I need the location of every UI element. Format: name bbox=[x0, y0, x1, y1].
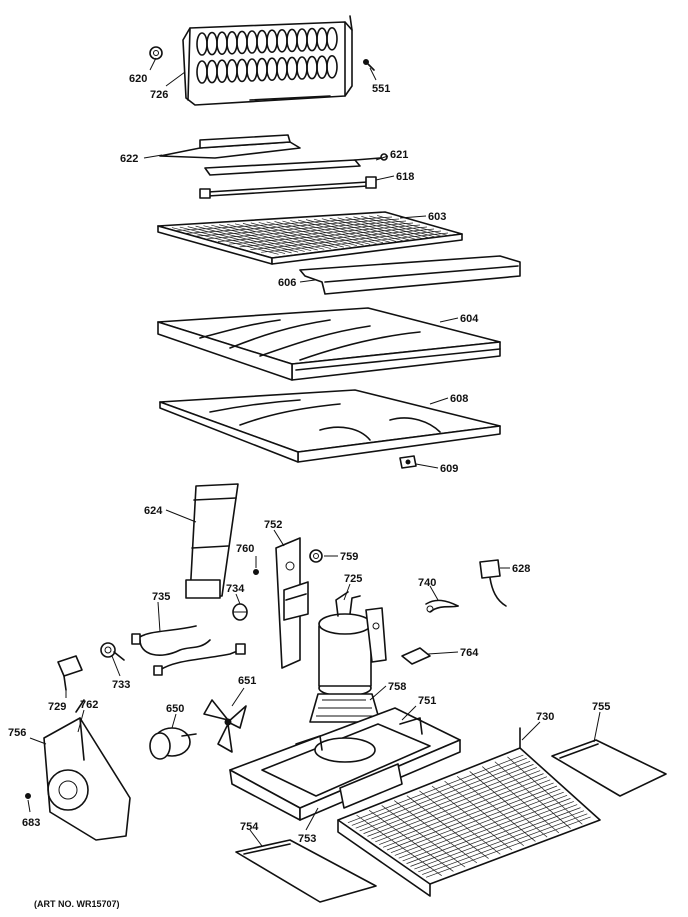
evaporator-coils bbox=[196, 26, 338, 84]
label-764: 764 bbox=[460, 647, 479, 659]
grille-762 bbox=[75, 699, 85, 713]
label-735: 735 bbox=[152, 591, 170, 603]
label-753: 753 bbox=[298, 833, 316, 845]
grid-line bbox=[250, 230, 442, 250]
terminal-764 bbox=[401, 647, 431, 665]
label-760: 760 bbox=[236, 543, 254, 555]
label-608: 608 bbox=[450, 393, 468, 405]
coil-loop bbox=[326, 26, 338, 51]
condenser-730 bbox=[337, 727, 601, 897]
label-751: 751 bbox=[418, 695, 436, 707]
condenser-wire bbox=[406, 795, 489, 859]
condenser-wire bbox=[507, 756, 583, 825]
screw-760 bbox=[253, 569, 259, 575]
label-628: 628 bbox=[512, 563, 530, 575]
label-622: 622 bbox=[120, 153, 138, 165]
label-730: 730 bbox=[536, 711, 554, 723]
grid-line bbox=[239, 228, 435, 248]
fan-housing-756 bbox=[43, 717, 131, 841]
label-758: 758 bbox=[388, 681, 406, 693]
screw-683 bbox=[25, 793, 31, 799]
label-651: 651 bbox=[238, 675, 256, 687]
label-650: 650 bbox=[166, 703, 184, 715]
shelf-603 bbox=[157, 211, 463, 265]
condenser-wire bbox=[356, 814, 442, 876]
grommet-759 bbox=[309, 549, 323, 563]
label-609: 609 bbox=[440, 463, 458, 475]
label-606: 606 bbox=[278, 277, 296, 289]
grid-line bbox=[196, 220, 407, 237]
label-756: 756 bbox=[8, 727, 26, 739]
clip-740 bbox=[425, 599, 459, 613]
label-620: 620 bbox=[129, 73, 147, 85]
bracket-752 bbox=[275, 537, 309, 669]
label-733: 733 bbox=[112, 679, 130, 691]
grommet-620 bbox=[149, 46, 163, 60]
fan-blade-651 bbox=[203, 699, 247, 753]
grid-line bbox=[185, 218, 400, 234]
heater-621 bbox=[204, 153, 388, 176]
plate-754 bbox=[235, 839, 377, 903]
defrost-heater-618 bbox=[199, 176, 377, 199]
plug-733 bbox=[100, 642, 125, 661]
rear-cover-606 bbox=[299, 255, 521, 295]
label-624: 624 bbox=[144, 505, 163, 517]
label-740: 740 bbox=[418, 577, 436, 589]
condenser-wire bbox=[456, 776, 536, 842]
label-621: 621 bbox=[390, 149, 408, 161]
label-729: 729 bbox=[48, 701, 66, 713]
evaporator-726 bbox=[182, 15, 353, 106]
label-603: 603 bbox=[428, 211, 446, 223]
label-726: 726 bbox=[150, 89, 168, 101]
evaporator-cover-604 bbox=[157, 307, 501, 381]
condenser-wire bbox=[419, 790, 501, 855]
grid-line bbox=[261, 232, 449, 253]
relay-729 bbox=[57, 655, 83, 691]
cover-755 bbox=[551, 739, 667, 797]
screw-551 bbox=[363, 59, 375, 71]
label-551: 551 bbox=[372, 83, 390, 95]
coil-loop bbox=[326, 55, 338, 79]
art-number: (ART NO. WR15707) bbox=[34, 899, 120, 909]
condenser-wire bbox=[431, 785, 513, 851]
drain-pan-608 bbox=[159, 389, 501, 463]
harness-735 bbox=[131, 625, 246, 676]
label-734: 734 bbox=[226, 583, 245, 595]
condenser-wire bbox=[444, 780, 524, 846]
grid-line bbox=[217, 224, 421, 242]
cover-622 bbox=[159, 134, 301, 159]
compressor-725 bbox=[318, 591, 387, 697]
leader-lines bbox=[27, 57, 601, 847]
clip-609 bbox=[399, 455, 417, 469]
condenser-wire bbox=[469, 771, 548, 838]
label-725: 725 bbox=[344, 573, 362, 585]
grid-line bbox=[228, 226, 428, 245]
shelf-grid bbox=[171, 215, 449, 255]
label-759: 759 bbox=[340, 551, 358, 563]
base-751 bbox=[229, 707, 461, 821]
condenser-wire bbox=[394, 800, 478, 864]
thermostat-628 bbox=[479, 559, 507, 607]
label-604: 604 bbox=[460, 313, 479, 325]
condenser-wire bbox=[368, 810, 454, 872]
label-754: 754 bbox=[240, 821, 259, 833]
part-labels: 620 726 551 622 621 618 603 606 604 608 … bbox=[8, 73, 610, 845]
label-618: 618 bbox=[396, 171, 414, 183]
condenser-wire bbox=[482, 766, 560, 834]
grid-line bbox=[207, 222, 414, 240]
label-762: 762 bbox=[80, 699, 98, 711]
fan-motor-650 bbox=[149, 727, 197, 760]
grid-line bbox=[174, 216, 393, 232]
label-683: 683 bbox=[22, 817, 40, 829]
condenser-wire bbox=[494, 761, 571, 829]
label-755: 755 bbox=[592, 701, 610, 713]
label-752: 752 bbox=[264, 519, 282, 531]
duct-624 bbox=[185, 483, 239, 599]
condenser-coils bbox=[347, 754, 591, 878]
condenser-wire bbox=[381, 805, 466, 868]
capacitor-734 bbox=[232, 603, 248, 621]
